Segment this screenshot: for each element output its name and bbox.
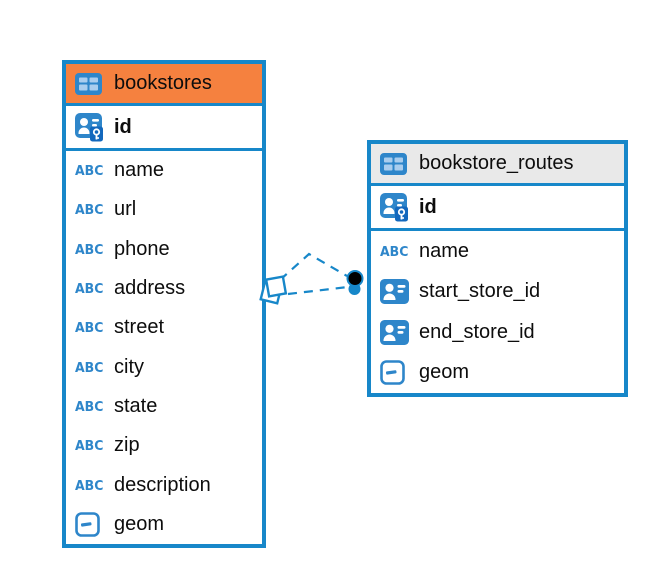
- column-label: description: [114, 473, 211, 496]
- column-label: phone: [114, 237, 170, 260]
- text-type-icon: ABC: [75, 241, 104, 258]
- column-label: name: [114, 159, 165, 182]
- column-label: id: [419, 195, 437, 218]
- column-row-city[interactable]: ABC city: [66, 347, 262, 386]
- text-type-icon: ABC: [75, 398, 104, 415]
- text-type-icon: ABC: [380, 243, 409, 260]
- column-label: url: [114, 198, 137, 221]
- primary-key-icon: [380, 192, 410, 222]
- column-label: street: [114, 316, 165, 339]
- column-row-state[interactable]: ABC state: [66, 387, 262, 426]
- column-row-street[interactable]: ABC street: [66, 308, 262, 347]
- text-type-icon: ABC: [75, 319, 104, 336]
- text-type-icon: ABC: [75, 477, 104, 493]
- column-row-geom[interactable]: geom: [66, 505, 262, 544]
- table-icon: [75, 72, 105, 95]
- relation-dot-marker[interactable]: [346, 270, 364, 295]
- primary-key-row-id[interactable]: id: [66, 106, 262, 151]
- text-type-icon: ABC: [75, 359, 104, 375]
- column-row-zip[interactable]: ABC zip: [66, 426, 262, 465]
- text-type-icon: ABC: [75, 437, 104, 454]
- reference-icon: [380, 279, 410, 305]
- table-header[interactable]: bookstores: [66, 64, 262, 106]
- table-header[interactable]: bookstore_routes: [371, 144, 624, 186]
- column-row-description[interactable]: ABC description: [66, 465, 262, 504]
- geometry-type-icon: [75, 512, 105, 537]
- table-title: bookstores: [114, 72, 212, 94]
- table-icon: [380, 152, 410, 175]
- column-label: geom: [114, 512, 165, 535]
- column-row-name[interactable]: ABC name: [66, 151, 262, 190]
- column-row-end_store_id[interactable]: end_store_id: [371, 312, 624, 353]
- relation-line-upper[interactable]: [279, 252, 348, 281]
- relation-line-lower[interactable]: [287, 285, 349, 296]
- column-label: address: [114, 277, 186, 300]
- column-label: id: [114, 115, 132, 138]
- column-row-phone[interactable]: ABC phone: [66, 230, 262, 269]
- primary-key-icon: [75, 112, 105, 142]
- text-type-icon: ABC: [75, 202, 104, 218]
- column-label: state: [114, 394, 158, 417]
- primary-key-row-id[interactable]: id: [371, 186, 624, 231]
- column-row-geom[interactable]: geom: [371, 353, 624, 394]
- column-row-name[interactable]: ABC name: [371, 231, 624, 272]
- column-label: name: [419, 239, 470, 262]
- column-row-url[interactable]: ABC url: [66, 190, 262, 229]
- table-title: bookstore_routes: [419, 152, 574, 174]
- text-type-icon: ABC: [75, 280, 104, 297]
- geometry-type-icon: [380, 360, 410, 386]
- column-label: city: [114, 355, 144, 378]
- column-label: end_store_id: [419, 320, 535, 343]
- reference-icon: [380, 319, 410, 345]
- column-label: geom: [419, 361, 470, 384]
- text-type-icon: ABC: [75, 162, 104, 179]
- column-label: start_store_id: [419, 280, 541, 303]
- column-row-start_store_id[interactable]: start_store_id: [371, 272, 624, 313]
- column-row-address[interactable]: ABC address: [66, 269, 262, 308]
- column-label: zip: [114, 434, 140, 457]
